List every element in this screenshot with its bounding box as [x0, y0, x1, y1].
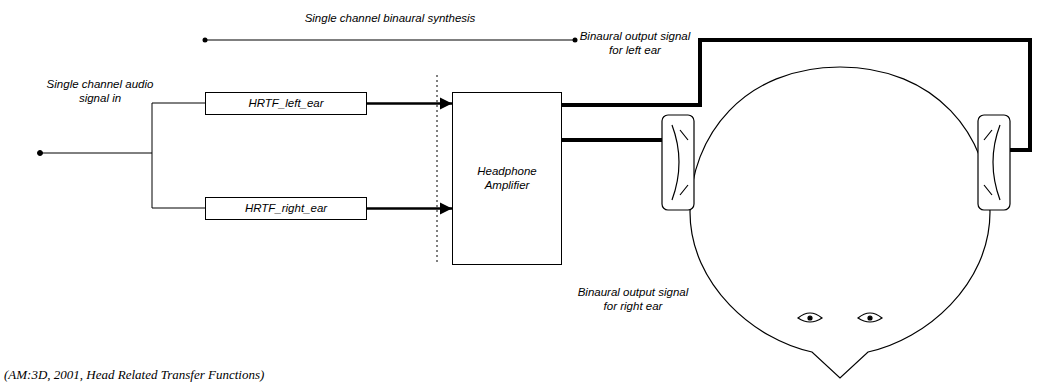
- signal-label: Binaural output signal for right ear: [572, 286, 694, 314]
- head-illustration: [690, 67, 990, 378]
- amplifier-box: Headphone Amplifier: [452, 92, 562, 265]
- box-label: HRTF_left_ear: [248, 97, 323, 110]
- signal-label: Binaural output signal for left ear: [576, 30, 694, 58]
- headphone-cup: [662, 115, 1010, 210]
- input-wire: [38, 103, 206, 208]
- caption: (AM:3D, 2001, Head Related Transfer Func…: [4, 367, 264, 383]
- box-label: HRTF_right_ear: [245, 202, 327, 215]
- box-label: Headphone Amplifier: [467, 165, 547, 191]
- section-label: Single channel binaural synthesis: [230, 12, 550, 26]
- signal-arrow: [367, 207, 452, 210]
- signal-arrow: [367, 102, 452, 105]
- filter-box: HRTF_right_ear: [205, 197, 367, 220]
- section-bracket: [203, 38, 578, 43]
- filter-box: HRTF_left_ear: [205, 92, 367, 115]
- signal-label: Single channel audio signal in: [45, 78, 155, 106]
